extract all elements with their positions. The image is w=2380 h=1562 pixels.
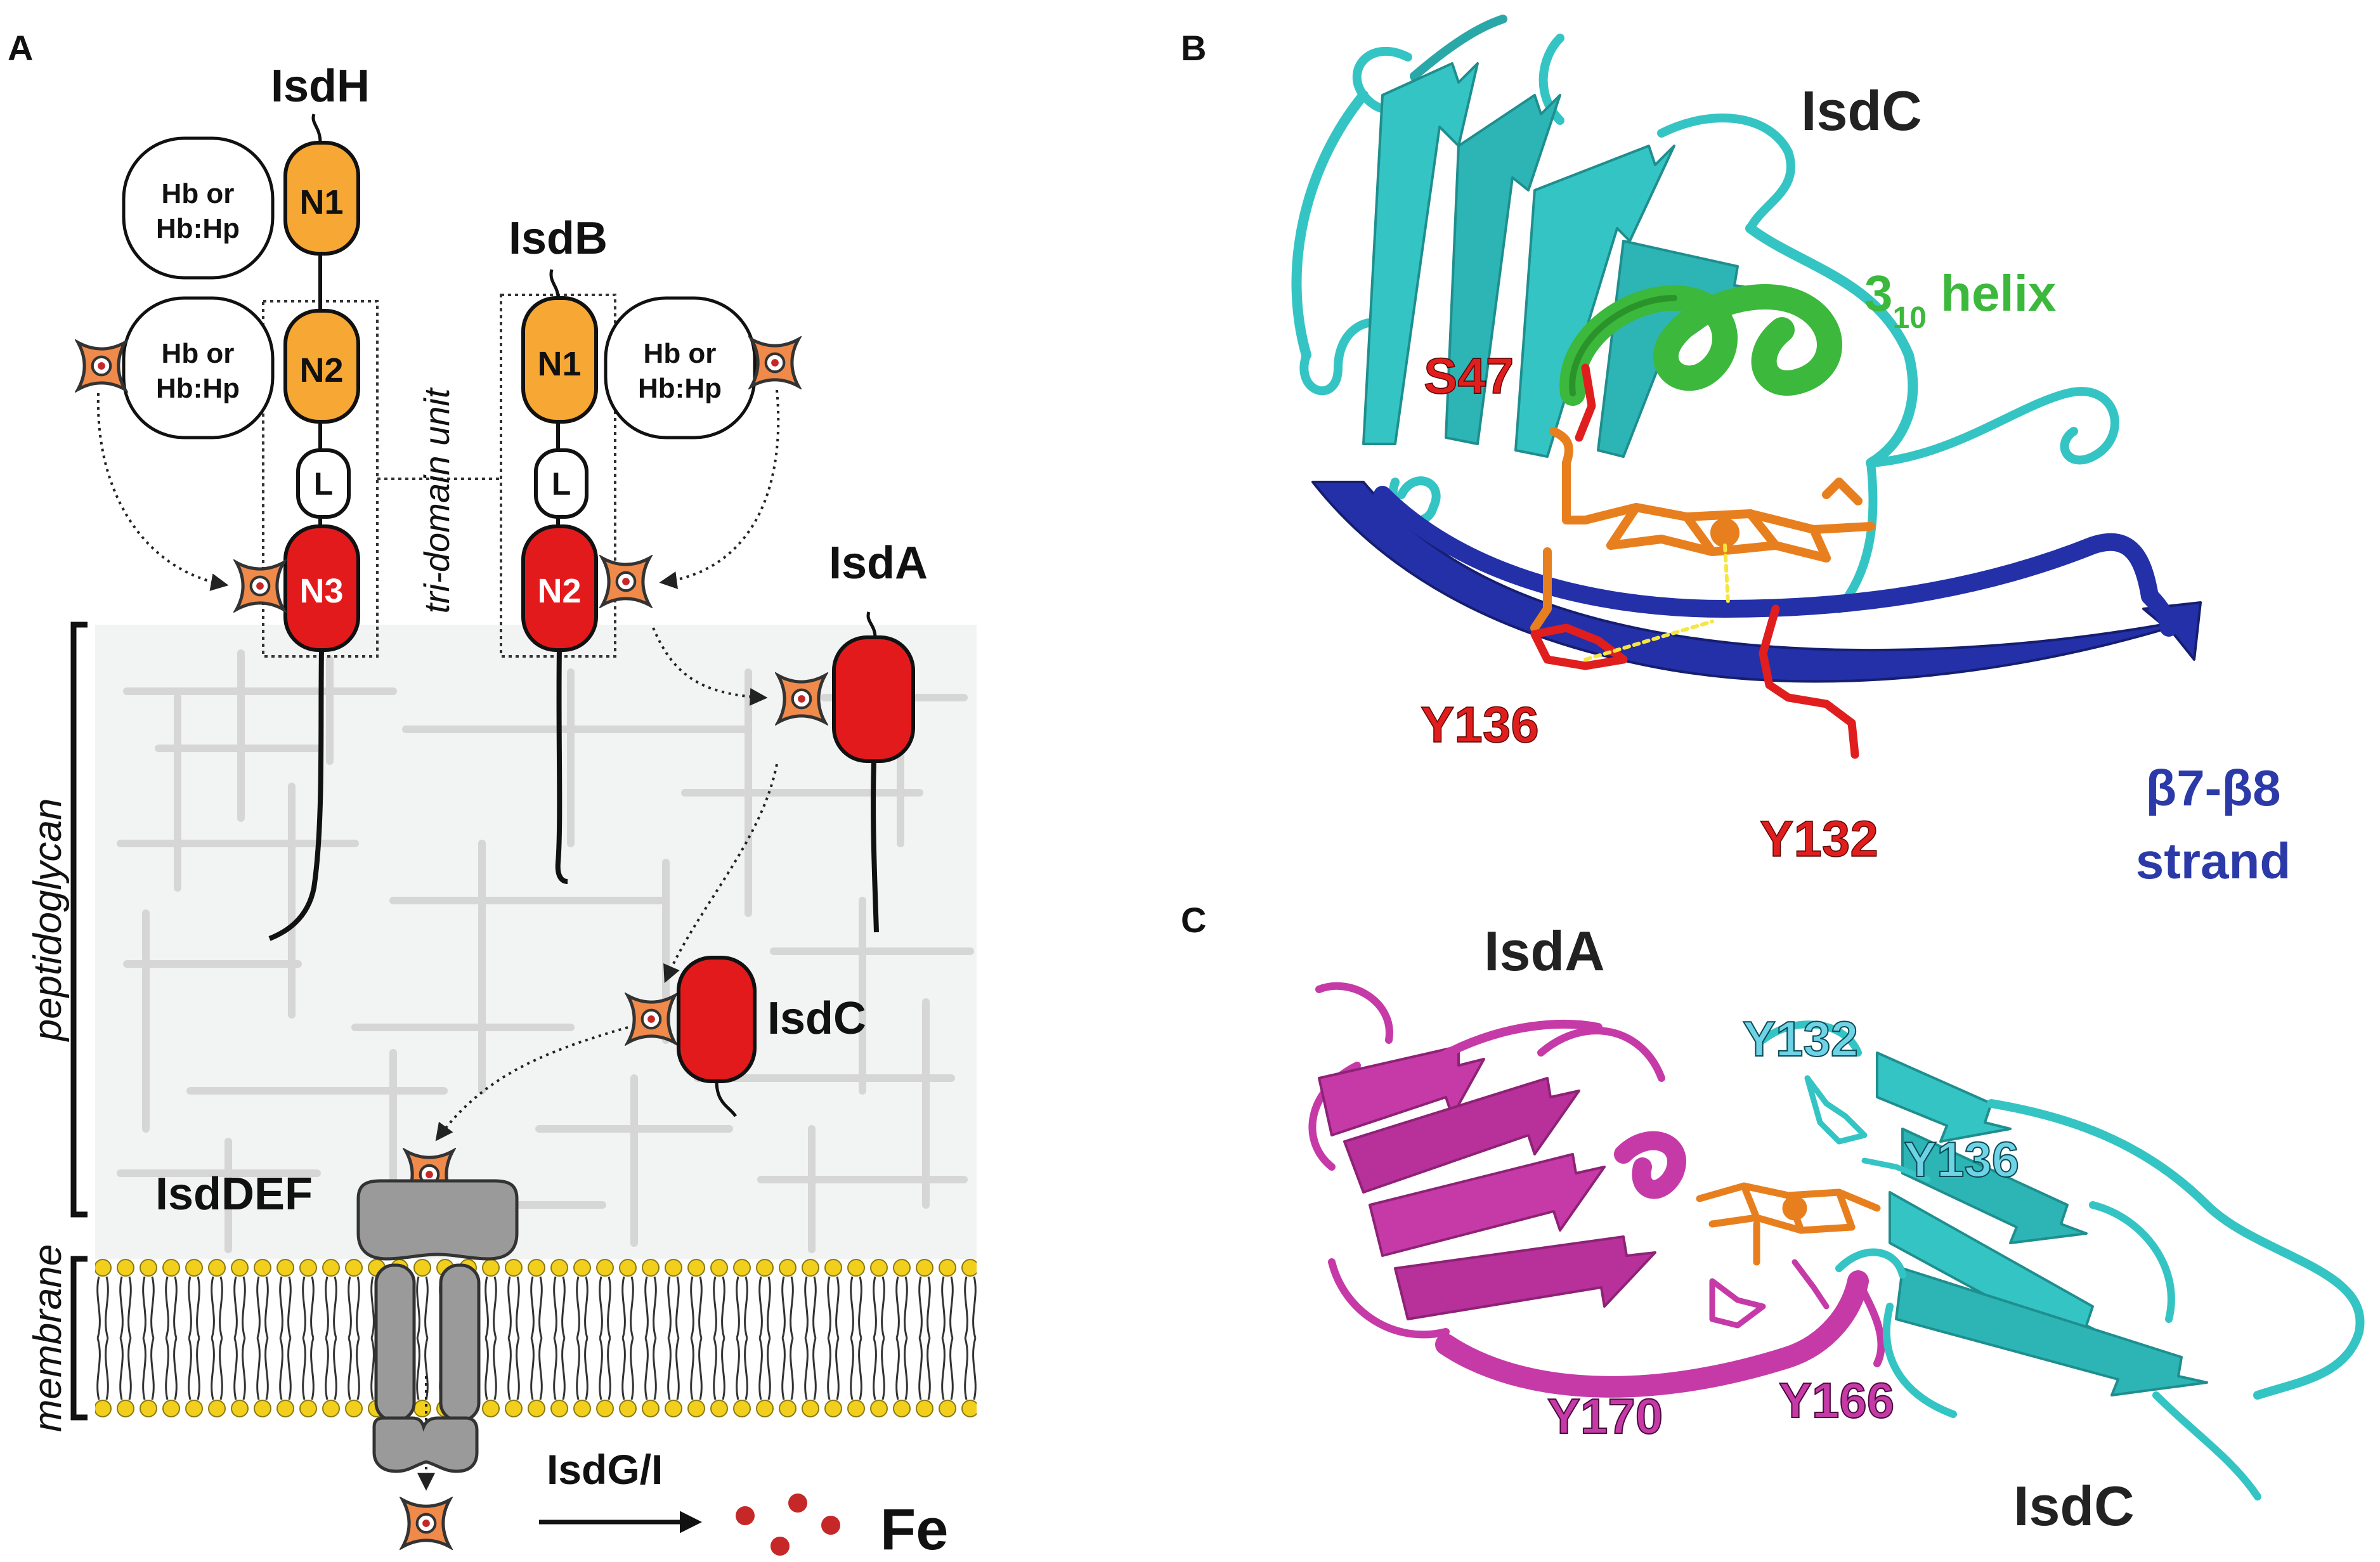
isdc-label: IsdC [767,993,866,1044]
panel-c: C [1181,900,2365,1537]
strand-label-line1: β7-β8 [2145,760,2280,816]
isdc-tail [715,1081,738,1117]
panel-b: B [1181,15,2291,889]
isda-isdc-complex-cartoon [1308,982,2365,1500]
isdb-hb-box-line2: Hb:Hp [638,373,722,404]
isdc-domain [677,956,757,1083]
panel-c-letter: C [1181,900,1206,940]
panel-a: A peptidoglycan membrane [8,28,977,1562]
isda-domain [832,635,915,763]
isdh-label: IsdH [271,61,370,112]
heme-icon [628,996,675,1043]
isdgi-label: IsdG/I [547,1446,663,1493]
isdh-n-terminus [311,114,322,143]
isdb-n-terminus [549,269,560,299]
isdc-title: IsdC [1801,79,1922,142]
isddef-substrate-protein [356,1179,519,1261]
isdb-l-label: L [552,466,571,502]
heme-ligand [1696,1182,1881,1266]
heme-transfer-arrows [96,389,780,1491]
residue-isda-y170: Y170 [1547,1388,1663,1444]
isda-anchor-tail [871,760,879,933]
isdh-hb-box-1-line1: Hb or [162,178,235,209]
isdh-n2-label: N2 [299,351,343,389]
isddef-permease-left [374,1263,416,1422]
isdb-n2-label: N2 [537,572,581,610]
isdh-linker-domain [296,448,351,519]
residue-isdc-y136: Y136 [1904,1131,2019,1187]
isdb-anchor-tail [555,649,568,884]
membrane-bracket [70,1256,88,1421]
isdh-n1-domain [283,141,360,256]
residue-isdc-y132: Y132 [1743,1011,1858,1067]
lipid-bilayer [95,1259,977,1417]
isdh-hb-box-2-line2: Hb:Hp [156,373,240,404]
iron-label: Fe [880,1497,948,1562]
residue-s47: S47 [1424,348,1514,404]
isdh-hb-box-2-line1: Hb or [162,338,235,369]
peptidoglycan-bracket [70,622,88,1218]
isdb-hb-box [604,296,757,439]
membrane-label: membrane [26,1244,70,1432]
heme-icon [403,1500,450,1547]
isdc-structure-label: IsdC [2013,1474,2135,1537]
isdh-l-label: L [314,466,334,502]
iron-dot [771,1537,790,1556]
isda-structure-label: IsdA [1484,920,1605,982]
iron-dot [821,1516,840,1535]
isdh-hb-box-2 [122,296,275,439]
tri-domain-unit-label: tri-domain unit [417,387,457,613]
heme-icon [602,558,649,605]
isdb-hb-box-line1: Hb or [644,338,717,369]
peptidoglycan-label: peptidoglycan [26,798,70,1043]
isdb-linker-domain [534,448,588,519]
isdh-n3-domain [283,524,360,652]
isdc-structure-cartoon [1291,15,2202,759]
residue-isda-y166: Y166 [1779,1372,1894,1428]
isdb-n2-domain [521,524,598,652]
heme-ligand [1530,427,1875,632]
isddef-permease-right [439,1263,481,1422]
isdh-anchor-tail [268,649,324,941]
strand-label-line2: strand [2136,833,2291,889]
heme-icon [237,563,283,609]
isdb-label: IsdB [509,213,608,264]
iron-dot [788,1494,807,1513]
residue-y132: Y132 [1760,810,1878,867]
isddef-label: IsdDEF [155,1169,313,1220]
isdh-n3-label: N3 [299,572,343,610]
isdh-n1-label: N1 [299,183,343,221]
isdb-n1-label: N1 [537,345,581,383]
panel-a-letter: A [8,28,33,68]
panel-b-letter: B [1181,28,1206,68]
isddef-atpase [372,1416,479,1473]
active-site-residues [1530,363,1859,759]
helix-label: 310 helix [1864,265,2056,335]
iron-dot [736,1506,755,1525]
heme-icon [78,342,125,389]
isda-label: IsdA [829,538,928,589]
isdh-hb-box-1-line2: Hb:Hp [156,213,240,244]
isdh-hb-box-1 [122,136,275,280]
heme-icon [751,339,798,386]
residue-y136: Y136 [1421,696,1539,753]
heme-icon [778,675,825,722]
